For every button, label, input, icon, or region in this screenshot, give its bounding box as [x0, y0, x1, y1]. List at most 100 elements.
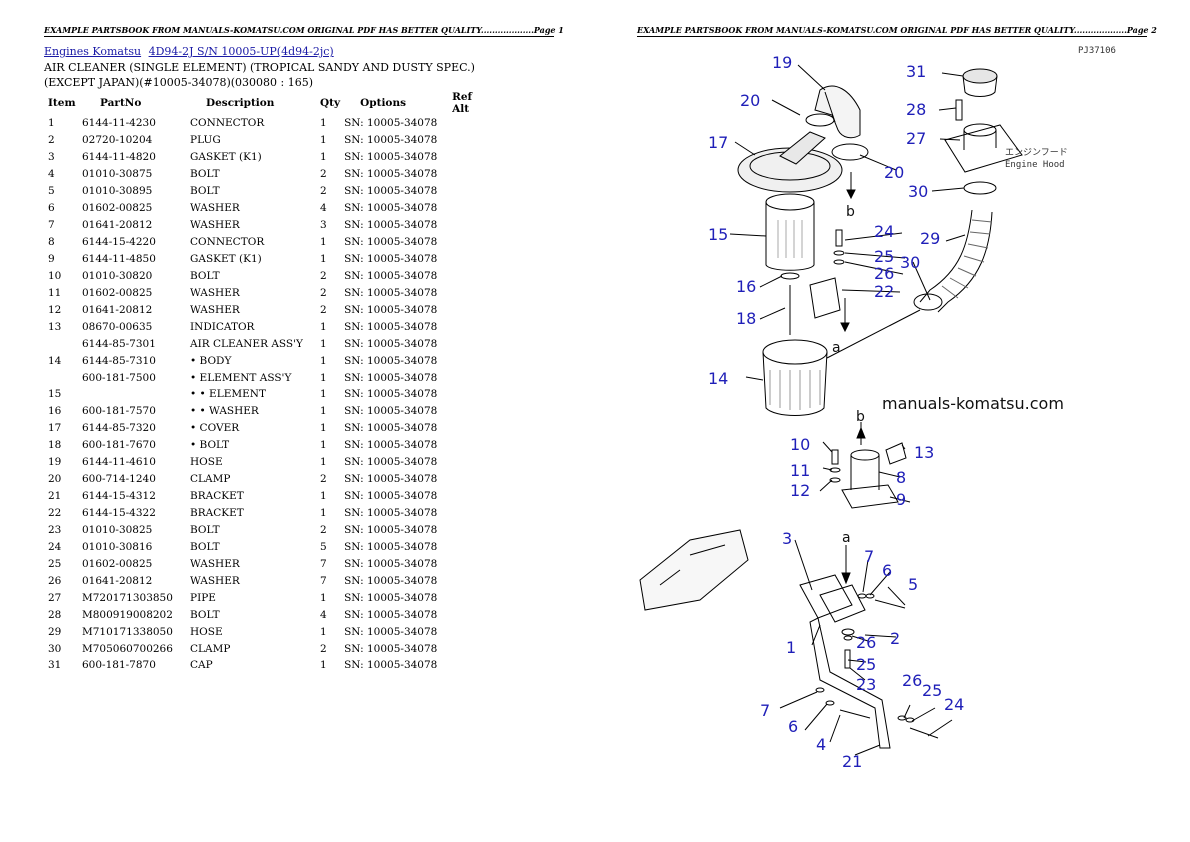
cell-refalt [448, 488, 492, 505]
col-header-refalt: Ref Alt [452, 91, 473, 115]
cell-refalt [448, 183, 492, 200]
cell-description: GASKET (K1) [190, 151, 262, 164]
cell-refalt [448, 589, 492, 606]
cell-options: SN: 10005-34078 [344, 405, 438, 418]
cell-refalt [448, 284, 492, 301]
cell-qty: 1 [320, 591, 327, 604]
cell-description: BRACKET [190, 490, 244, 503]
cell-options: SN: 10005-34078 [344, 151, 438, 164]
watermark: manuals-komatsu.com [882, 394, 1064, 413]
cell-item [44, 369, 78, 386]
cell-item: 1 [48, 117, 55, 130]
cell-qty: 1 [320, 134, 327, 147]
cell-item: 9 [48, 252, 55, 265]
exploded-parts-diagram: PJ37106 エンジンフード Engine Hood manuals-koma… [639, 46, 1116, 771]
cell-item: 16 [48, 405, 62, 418]
cell-qty: 1 [320, 151, 327, 164]
col-header-qty: Qty [320, 97, 341, 109]
breadcrumb-link-engines[interactable]: Engines Komatsu [44, 45, 142, 58]
page-title: AIR CLEANER (SINGLE ELEMENT) (TROPICAL S… [44, 61, 475, 89]
cell-refalt [448, 420, 492, 437]
cell-item: 5 [48, 185, 55, 198]
callout-26-top: 26 [874, 264, 894, 283]
cell-item: 4 [48, 168, 55, 181]
hood-label-jp: エンジンフード [1005, 148, 1068, 158]
callout-1: 1 [786, 638, 796, 657]
cell-item: 31 [48, 659, 62, 672]
callout-11: 11 [790, 461, 810, 480]
callout-26-lower: 26 [902, 671, 922, 690]
col-header-options: Options [360, 97, 406, 109]
cell-qty: 7 [320, 574, 327, 587]
cell-qty: 1 [320, 337, 327, 350]
cell-partno: 01641-20812 [82, 219, 153, 232]
cell-partno: 6144-11-4230 [82, 117, 156, 130]
cell-refalt [448, 352, 492, 369]
callout-18: 18 [736, 309, 756, 328]
cell-description: BOLT [190, 540, 220, 553]
cell-item: 23 [48, 523, 62, 536]
callout-10: 10 [790, 435, 810, 454]
cell-partno: 600-714-1240 [82, 473, 156, 486]
cell-description: WASHER [190, 574, 240, 587]
cell-qty: 2 [320, 286, 327, 299]
cell-refalt [448, 657, 492, 674]
cell-partno: 01602-00825 [82, 202, 153, 215]
header-right-text: EXAMPLE PARTSBOOK FROM MANUALS-KOMATSU.C… [637, 25, 1157, 35]
cell-options: SN: 10005-34078 [344, 422, 438, 435]
cell-description: • BOLT [190, 439, 230, 452]
callout-6-lower: 6 [788, 717, 798, 736]
cell-description: • ELEMENT ASS'Y [190, 371, 292, 384]
col-header-item: Item [48, 97, 76, 109]
callout-9: 9 [896, 490, 906, 509]
cell-item: 14 [48, 354, 62, 367]
callout-5: 5 [908, 575, 918, 594]
cell-qty: 1 [320, 320, 327, 333]
cell-options: SN: 10005-34078 [344, 439, 438, 452]
cell-options: SN: 10005-34078 [344, 642, 438, 655]
cell-qty: 2 [320, 642, 327, 655]
cell-options: SN: 10005-34078 [344, 540, 438, 553]
cell-description: GASKET (K1) [190, 252, 262, 265]
cell-options: SN: 10005-34078 [344, 252, 438, 265]
cell-qty: 1 [320, 354, 327, 367]
cell-partno: 02720-10204 [82, 134, 153, 147]
cell-partno: 01602-00825 [82, 286, 153, 299]
cell-refalt [448, 522, 492, 539]
breadcrumb-link-model[interactable]: 4D94-2J S/N 10005-UP(4d94-2jc) [148, 45, 334, 58]
cell-options: SN: 10005-34078 [344, 219, 438, 232]
cell-qty: 1 [320, 490, 327, 503]
cell-partno: 01641-20812 [82, 303, 153, 316]
cell-partno: 01641-20812 [82, 574, 153, 587]
cell-description: BOLT [190, 168, 220, 181]
diagram-code: PJ37106 [1078, 46, 1116, 56]
cell-item: 2 [48, 134, 55, 147]
cell-partno: 6144-11-4850 [82, 252, 156, 265]
cell-qty: 1 [320, 422, 327, 435]
callout-20-mid: 20 [884, 163, 904, 182]
cell-options: SN: 10005-34078 [344, 236, 438, 249]
cell-qty: 4 [320, 608, 327, 621]
cell-description: INDICATOR [190, 320, 255, 333]
cell-description: CAP [190, 659, 213, 672]
cell-description: CLAMP [190, 642, 231, 655]
cell-qty: 1 [320, 625, 327, 638]
callout-20-top: 20 [740, 91, 760, 110]
cell-partno: M705060700266 [82, 642, 173, 655]
cell-partno: 6144-15-4220 [82, 236, 156, 249]
cell-partno: 6144-15-4312 [82, 490, 156, 503]
callout-15: 15 [708, 225, 728, 244]
cell-description: CLAMP [190, 473, 231, 486]
cell-item: 12 [48, 303, 62, 316]
cell-partno: 01010-30825 [82, 523, 153, 536]
cell-partno: 6144-85-7320 [82, 422, 156, 435]
breadcrumb: Engines Komatsu 4D94-2J S/N 10005-UP(4d9… [44, 45, 334, 58]
